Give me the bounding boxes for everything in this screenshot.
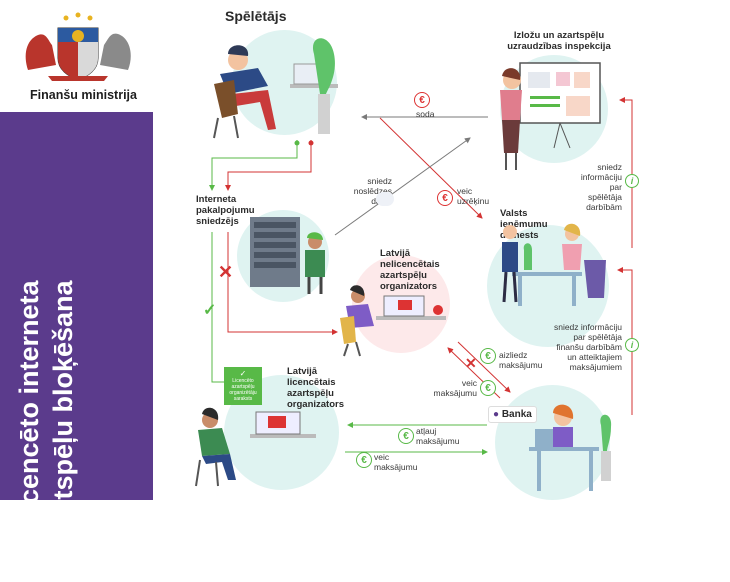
- cloud-icon: [376, 192, 394, 206]
- piggy-bank-icon: ●: [493, 409, 500, 420]
- fine-label: soda: [416, 109, 435, 119]
- licensed-organizer-illustration: [195, 407, 316, 487]
- refuse-euro-icon: €: [480, 348, 496, 364]
- allow-euro-icon: €: [398, 428, 414, 444]
- flow-arrows: [209, 97, 633, 455]
- pay2-euro-icon: €: [356, 452, 372, 468]
- ministry-name: Finanšu ministrija: [30, 88, 137, 102]
- bank-illustration: [529, 404, 612, 491]
- payment-cross-icon: ✕: [465, 355, 477, 371]
- bank-label: ● Banka: [488, 406, 537, 423]
- check-mark-icon: ✓: [203, 302, 217, 319]
- unlicensed-organizer-illustration: [340, 285, 446, 357]
- isp-illustration: [250, 217, 325, 294]
- tax-euro-icon: €: [437, 190, 453, 206]
- fine-euro-icon: €: [414, 92, 430, 108]
- tax-service-illustration: [502, 223, 606, 306]
- title-panel: Nelicencēto interneta azartspēļu bloķēša…: [0, 112, 153, 554]
- coat-of-arms-logo: [18, 10, 138, 81]
- cross-mark-icon: ✕: [218, 262, 234, 282]
- player-label: Spēlētājs: [225, 8, 287, 24]
- inspection-illustration: [500, 62, 601, 170]
- info-icon: i: [625, 174, 639, 188]
- payment-euro-icon: €: [480, 380, 496, 396]
- player-illustration: [213, 38, 338, 139]
- info-icon-finance: i: [625, 338, 639, 352]
